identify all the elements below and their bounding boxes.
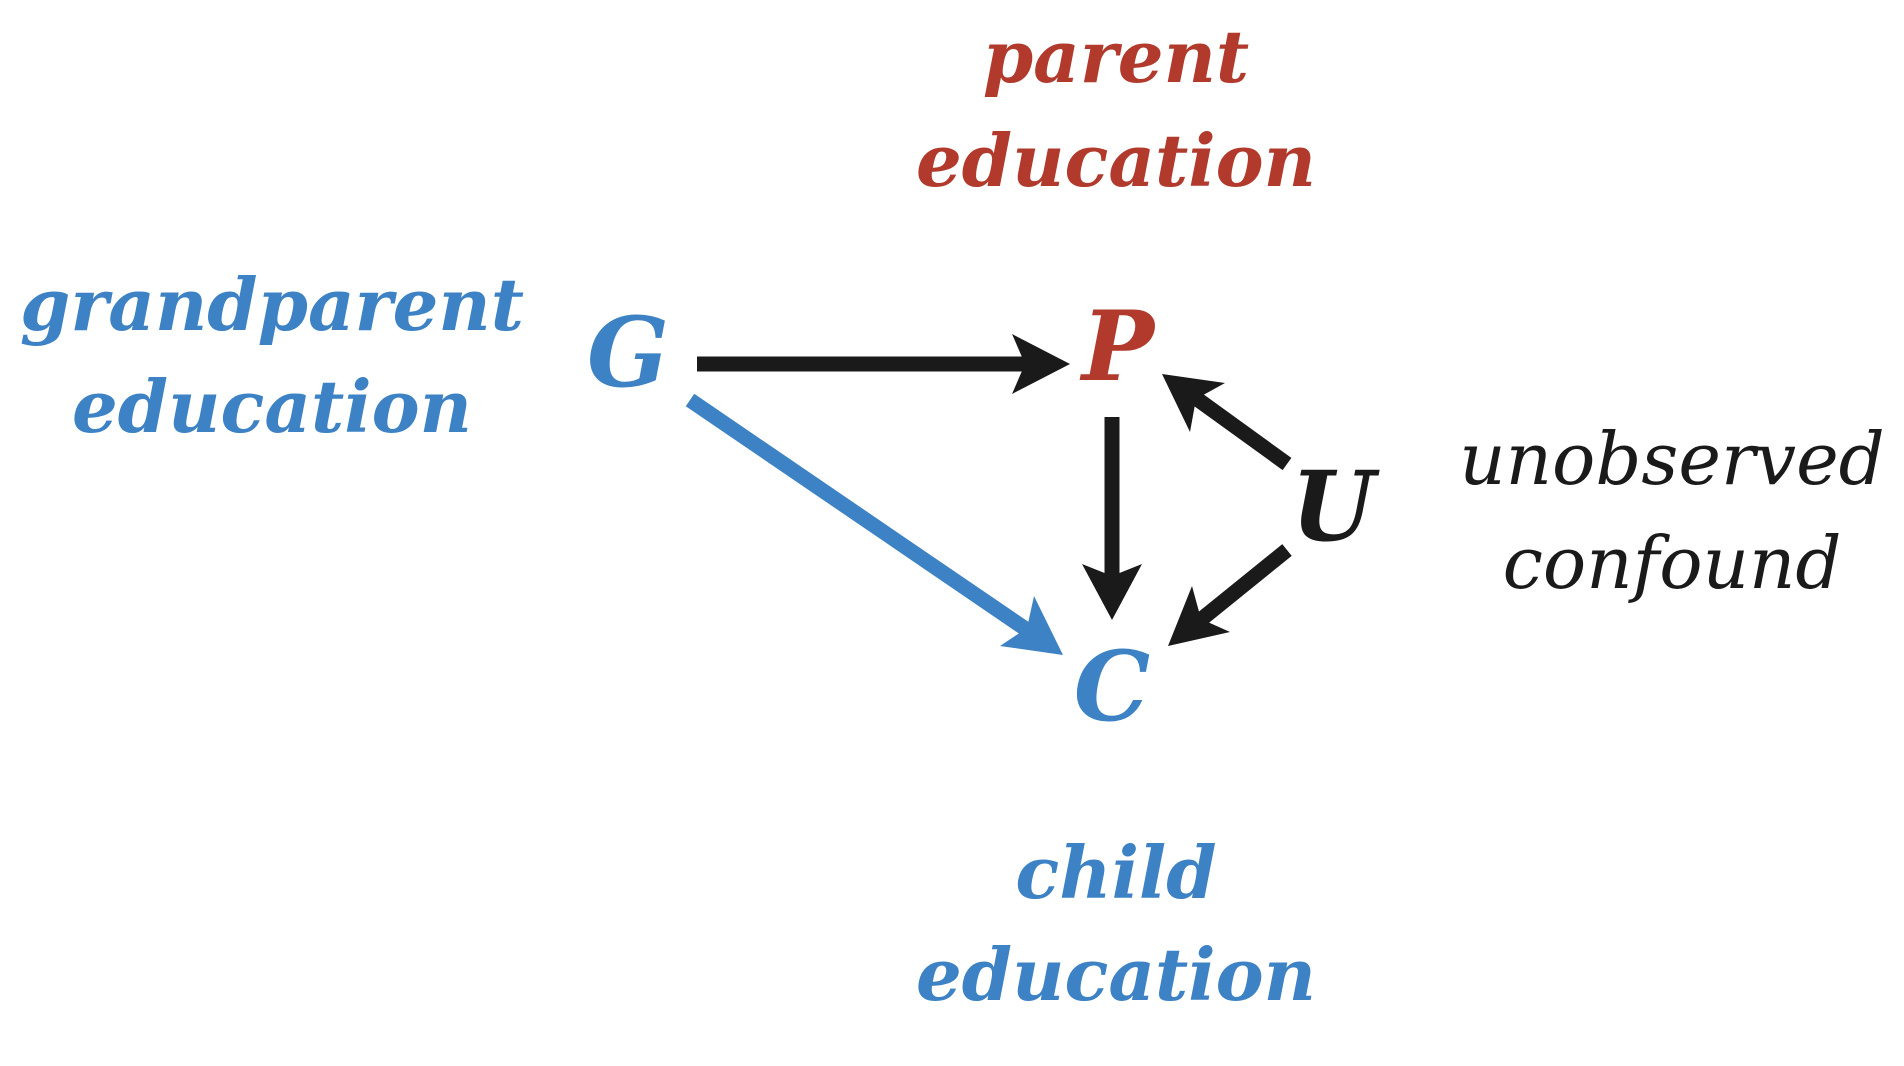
label-child-line1: child (1015, 830, 1216, 915)
edge-g-to-p (697, 334, 1070, 394)
label-child-line2: education (916, 932, 1316, 1017)
edge-u-to-c (1168, 544, 1292, 646)
label-parent-line1: parent (983, 14, 1249, 99)
edge-u-to-p (1162, 374, 1292, 471)
edge-p-to-c (1082, 417, 1142, 620)
node-symbols: G P C U (587, 290, 1380, 743)
node-labels: grandparent education parent education c… (20, 14, 1885, 1017)
label-parent-line2: education (916, 118, 1316, 203)
label-unobserved-line1: unobserved (1459, 417, 1885, 501)
node-c: C (1074, 630, 1150, 743)
edge-g-to-c (685, 393, 1063, 655)
node-u: U (1291, 450, 1380, 563)
edges (685, 334, 1292, 655)
label-unobserved-line2: confound (1503, 521, 1842, 605)
node-g: G (587, 296, 669, 409)
label-grandparent-line2: education (72, 364, 472, 449)
label-grandparent-line1: grandparent (20, 262, 524, 347)
node-p: P (1079, 290, 1157, 403)
